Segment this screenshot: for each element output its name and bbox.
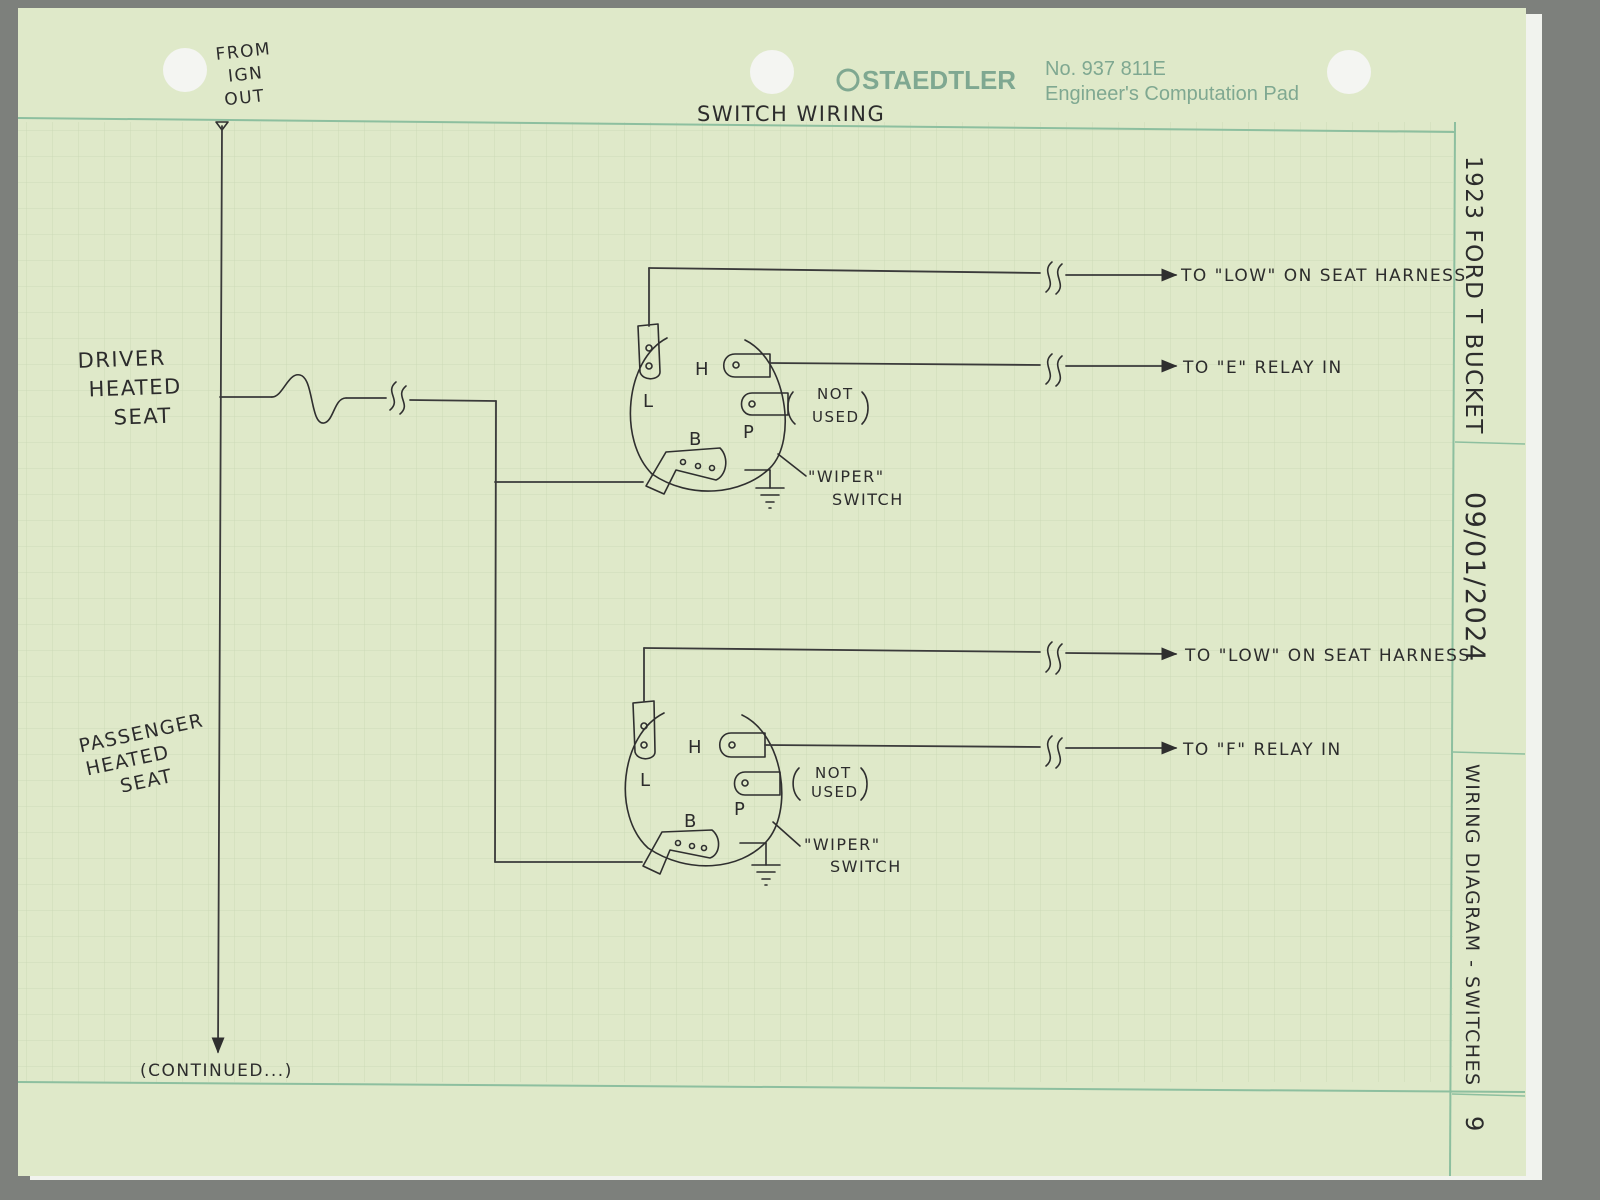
binder-hole-left	[163, 48, 207, 92]
source-label-line-3: OUT	[223, 86, 266, 110]
pad-number: No. 937 811E	[1045, 58, 1166, 80]
terminal-b-label: B	[689, 429, 703, 450]
bottom-wiper-switch: H L B P NOT USED "WIPER" SWITCH	[624, 700, 902, 886]
wire-break-icon	[1045, 735, 1063, 769]
terminal-b	[645, 447, 727, 495]
top-switch-relay-wire: TO "E" RELAY IN	[769, 353, 1343, 387]
brand-logo: STAEDTLER	[836, 65, 1016, 95]
driver-label-line-1: DRIVER	[77, 346, 166, 373]
brand-name: STAEDTLER	[862, 65, 1016, 95]
bottom-border-line	[17, 1081, 1526, 1093]
terminal-b	[642, 829, 720, 875]
fuse-icon	[271, 374, 347, 424]
terminal-h-label: H	[688, 737, 703, 758]
switch-name-line-1: "WIPER"	[808, 467, 885, 486]
terminal-b-label: B	[684, 811, 698, 832]
wire-break-icon	[389, 381, 407, 415]
drawing-date: 09/01/2024	[1459, 492, 1490, 663]
sheet-title: WIRING DIAGRAM - SWITCHES	[1461, 764, 1483, 1087]
main-ignition-bus	[211, 121, 229, 1054]
grid-area	[18, 122, 1453, 1082]
title-divider-2	[1452, 751, 1526, 755]
wire-break-icon	[1045, 641, 1063, 675]
switch-name-line-2: SWITCH	[830, 857, 902, 876]
terminal-l	[632, 700, 656, 760]
switch-name-line-2: SWITCH	[832, 490, 904, 509]
top-wiper-switch: H L B P NOT USED "WIPER" SWITCH	[629, 323, 904, 509]
wire-break-icon	[1045, 261, 1063, 295]
top-low-destination: TO "LOW" ON SEAT HARNESS	[1180, 266, 1467, 286]
terminal-l-label: L	[640, 770, 652, 791]
terminal-l	[637, 323, 661, 380]
source-label: FROM IGN OUT	[215, 39, 272, 110]
top-switch-low-wire: TO "LOW" ON SEAT HARNESS	[648, 261, 1467, 327]
pad-name: Engineer's Computation Pad	[1045, 83, 1299, 105]
not-used-label-line-1: NOT	[815, 764, 852, 782]
not-used-label-line-1: NOT	[817, 385, 854, 403]
title-divider-1	[1454, 441, 1526, 445]
driver-label-line-2: HEATED	[88, 374, 182, 401]
ground-symbol-icon	[744, 469, 785, 509]
terminal-h-label: H	[695, 359, 710, 380]
top-border-line	[17, 117, 1456, 133]
switch-name-line-1: "WIPER"	[804, 835, 881, 854]
not-used-label-line-2: USED	[811, 783, 859, 801]
terminal-p-label: P	[743, 422, 755, 443]
binder-hole-center	[750, 50, 794, 94]
ground-symbol-icon	[739, 842, 781, 886]
bottom-switch-low-wire: TO "LOW" ON SEAT HARNESS	[643, 641, 1471, 702]
terminal-h	[722, 353, 771, 378]
continued-label: (CONTINUED...)	[140, 1061, 293, 1081]
bus-entry-arrow-icon	[215, 121, 229, 131]
source-label-line-2: IGN	[227, 63, 264, 87]
driver-label-line-3: SEAT	[113, 404, 172, 430]
page-number: 9	[1460, 1116, 1488, 1133]
terminal-l-label: L	[643, 391, 655, 412]
bottom-switch-relay-wire: TO "F" RELAY IN	[764, 735, 1342, 769]
page-title: SWITCH WIRING	[697, 102, 885, 126]
title-divider-3	[1451, 1093, 1526, 1097]
project-title: 1923 FORD T BUCKET	[1460, 156, 1486, 435]
terminal-p	[740, 392, 789, 416]
terminal-p	[733, 771, 781, 796]
bottom-relay-destination: TO "F" RELAY IN	[1182, 740, 1342, 760]
wire-break-icon	[1045, 353, 1063, 387]
terminal-p-label: P	[734, 799, 746, 820]
not-used-label-line-2: USED	[812, 408, 860, 426]
switch-body	[629, 337, 786, 492]
top-relay-destination: TO "E" RELAY IN	[1182, 358, 1343, 378]
bottom-low-destination: TO "LOW" ON SEAT HARNESS	[1184, 646, 1471, 666]
binder-hole-right	[1327, 50, 1371, 94]
right-border-line	[1449, 121, 1456, 1177]
feed-wire	[219, 374, 644, 863]
driver-seat-label: DRIVER HEATED SEAT	[77, 346, 182, 430]
staedtler-logo-icon	[836, 68, 860, 92]
terminal-h	[718, 732, 766, 758]
